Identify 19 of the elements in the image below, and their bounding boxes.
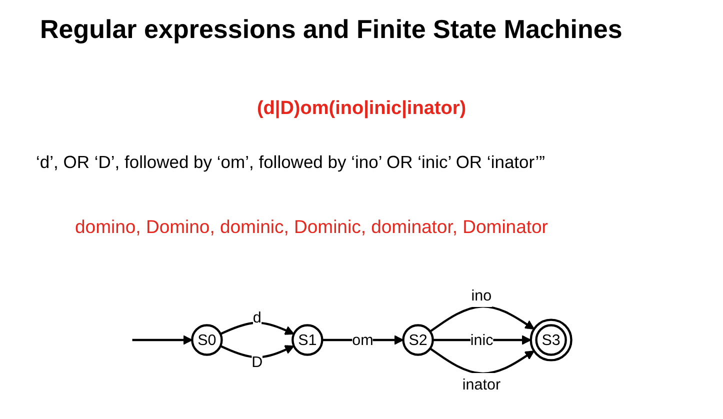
description-text: ‘d’, OR ‘D’, followed by ‘om’, followed by ‘ino’ OR ‘inic’ OR ‘inator’” (36, 152, 545, 173)
edge-label: inator (462, 375, 501, 393)
arrow (220, 345, 294, 358)
regex-text: (d|D)om(ino|inic|inator) (256, 98, 468, 120)
edge-label: om (352, 330, 374, 348)
arrow (430, 348, 535, 374)
title: Regular expressions and Finite State Machines (40, 14, 622, 45)
node-circle: S1 (292, 324, 324, 356)
edge-label: D (252, 353, 263, 370)
node-circle: S3 (530, 318, 572, 362)
edge-label: ino (471, 286, 492, 304)
edge-label: d (252, 308, 262, 326)
arrow (430, 306, 535, 332)
arrow (132, 335, 193, 345)
example-words-text: domino, Domino, dominic, Dominic, dominator, Dominator (75, 216, 548, 238)
edge-label: inic (470, 330, 494, 348)
node-circle: S0 (191, 324, 223, 356)
node-circle: S2 (402, 324, 434, 356)
arrow (220, 322, 294, 335)
